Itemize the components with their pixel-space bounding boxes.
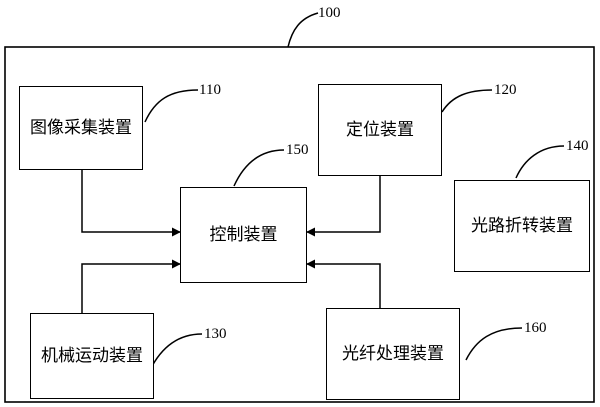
arrow-positioning-to-control <box>306 175 381 237</box>
arrow-mechanical-to-control <box>81 259 181 313</box>
arrow-image-capture-to-control <box>81 169 181 237</box>
ref-110: 110 <box>199 82 221 98</box>
system-frame <box>4 46 595 403</box>
box-positioning-label: 定位装置 <box>346 120 414 140</box>
leader-110 <box>144 89 199 123</box>
box-control-label: 控制装置 <box>209 225 278 245</box>
box-optical-path-turning-label: 光路折转装置 <box>471 216 573 236</box>
leader-140 <box>515 145 565 179</box>
box-optical-path-turning: 光路折转装置 <box>454 180 590 272</box>
leader-100 <box>287 12 319 48</box>
leader-120 <box>441 89 493 113</box>
box-fiber-processing-label: 光纤处理装置 <box>342 344 444 364</box>
box-image-capture: 图像采集装置 <box>19 86 143 170</box>
arrow-fiber-to-control <box>306 259 381 308</box>
box-positioning: 定位装置 <box>318 84 442 176</box>
box-image-capture-label: 图像采集装置 <box>30 118 132 138</box>
box-mechanical-motion: 机械运动装置 <box>30 313 154 399</box>
box-fiber-processing: 光纤处理装置 <box>326 308 460 400</box>
ref-140: 140 <box>566 138 589 154</box>
ref-120: 120 <box>494 82 517 98</box>
box-mechanical-motion-label: 机械运动装置 <box>41 346 143 366</box>
ref-130: 130 <box>204 326 227 342</box>
leader-130 <box>149 333 203 371</box>
ref-150: 150 <box>286 142 309 158</box>
leader-160 <box>465 327 523 361</box>
leader-150 <box>233 149 285 187</box>
ref-160: 160 <box>524 320 547 336</box>
box-control: 控制装置 <box>180 187 307 283</box>
ref-100: 100 <box>318 5 341 21</box>
